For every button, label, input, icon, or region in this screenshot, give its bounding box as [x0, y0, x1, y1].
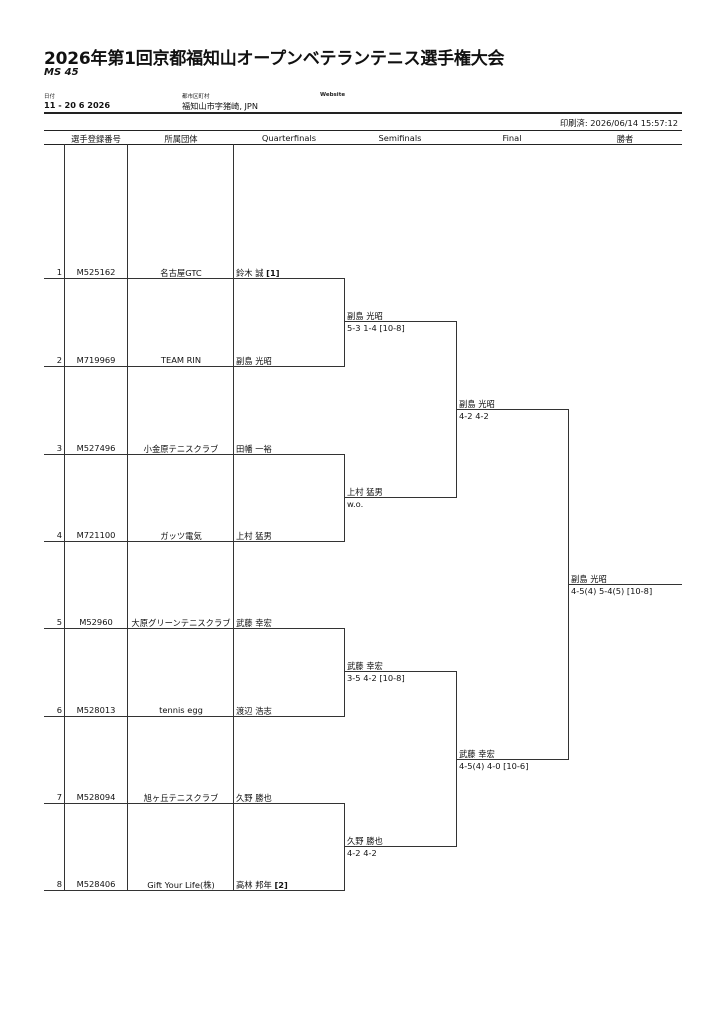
col-reg-no: 選手登録番号 [71, 134, 121, 144]
entry-player[interactable]: 上村 猛男 [236, 530, 272, 542]
semifinal-line [344, 671, 456, 672]
entry-reg-id: M528013 [76, 705, 116, 715]
entry-line [44, 454, 344, 455]
entry-line [44, 366, 344, 367]
separator-id [64, 144, 65, 890]
winner-player[interactable]: 副島 光昭 [571, 574, 607, 584]
city-label: 都市区町村 [182, 94, 210, 100]
semifinal-score: 5-3 1-4 [10-8] [347, 323, 405, 333]
player-name: 渡辺 浩志 [236, 706, 272, 716]
entry-club: tennis egg [159, 705, 203, 715]
entry-reg-id: M525162 [76, 267, 116, 277]
bracket-connector [344, 803, 345, 891]
entry-player[interactable]: 久野 勝也 [236, 792, 272, 804]
semifinal-player[interactable]: 久野 勝也 [347, 836, 383, 846]
date-value: 11 - 20 6 2026 [44, 100, 111, 110]
entry-club: 大原グリーンテニスクラブ [131, 618, 231, 628]
semifinal-score: 4-2 4-2 [347, 848, 377, 858]
entry-player[interactable]: 渡辺 浩志 [236, 705, 272, 717]
entry-club: TEAM RIN [160, 355, 202, 365]
bracket-connector [344, 454, 345, 542]
table-top-rule [44, 130, 682, 131]
website-label: Website [320, 92, 346, 98]
semifinal-line [344, 846, 456, 847]
entry-club: 小金原テニスクラブ [143, 444, 219, 454]
col-winner: 勝者 [616, 134, 634, 144]
entry-number: 4 [56, 530, 62, 540]
entry-player[interactable]: 高林 邦年 [2] [236, 879, 288, 891]
entry-player[interactable]: 田幡 一裕 [236, 443, 272, 455]
seed-badge: [1] [266, 268, 280, 278]
header-divider [44, 112, 682, 114]
entry-reg-id: M52960 [79, 617, 113, 627]
player-name: 田幡 一裕 [236, 444, 272, 454]
col-club: 所属団体 [164, 134, 198, 144]
semifinal-line [344, 321, 456, 322]
entry-line [44, 278, 344, 279]
semifinal-player[interactable]: 副島 光昭 [347, 311, 383, 321]
entry-player[interactable]: 鈴木 誠 [1] [236, 267, 280, 279]
separator-club [127, 144, 128, 890]
entry-number: 2 [56, 355, 62, 365]
bracket-connector [344, 278, 345, 367]
entry-line [44, 803, 344, 804]
entry-club: 旭ヶ丘テニスクラブ [143, 793, 219, 803]
entry-line [44, 716, 344, 717]
col-final: Final [502, 133, 522, 143]
finalist-player[interactable]: 副島 光昭 [459, 399, 495, 409]
col-semifinals: Semifinals [378, 133, 422, 143]
semifinal-score: 3-5 4-2 [10-8] [347, 673, 405, 683]
entry-number: 7 [56, 792, 62, 802]
bracket-connector [344, 628, 345, 717]
semifinal-line [344, 497, 456, 498]
final-line [456, 409, 568, 410]
date-label: 日付 [44, 94, 56, 100]
finalist-player[interactable]: 武藤 幸宏 [459, 749, 495, 759]
entry-line [44, 541, 344, 542]
entry-number: 1 [56, 267, 62, 277]
entry-reg-id: M527496 [76, 443, 116, 453]
entry-reg-id: M528094 [76, 792, 116, 802]
entry-club: 名古屋GTC [160, 268, 202, 278]
entry-line [44, 890, 344, 891]
player-name: 久野 勝也 [236, 793, 272, 803]
separator-name [233, 144, 234, 890]
entry-number: 5 [56, 617, 62, 627]
entry-club: Gift Your Life(株) [147, 880, 215, 890]
event-subtitle: MS 45 [44, 67, 79, 78]
entry-number: 3 [56, 443, 62, 453]
entry-player[interactable]: 武藤 幸宏 [236, 617, 272, 629]
semifinal-player[interactable]: 武藤 幸宏 [347, 661, 383, 671]
final-score: 4-2 4-2 [459, 411, 489, 421]
player-name: 上村 猛男 [236, 531, 272, 541]
entry-player[interactable]: 副島 光昭 [236, 355, 272, 367]
semifinal-player[interactable]: 上村 猛男 [347, 487, 383, 497]
table-header-rule [44, 144, 682, 145]
seed-badge: [2] [274, 880, 288, 890]
entry-number: 6 [56, 705, 62, 715]
final-score: 4-5(4) 4-0 [10-6] [459, 761, 529, 771]
entry-reg-id: M528406 [76, 879, 116, 889]
entry-reg-id: M721100 [76, 530, 116, 540]
final-line [456, 759, 568, 760]
winner-line [568, 584, 682, 585]
entry-reg-id: M719969 [76, 355, 116, 365]
page-title: 2026年第1回京都福知山オープンベテランテニス選手権大会 [44, 49, 505, 69]
printed-timestamp: 印刷済: 2026/06/14 15:57:12 [559, 118, 678, 128]
entry-club: ガッツ電気 [160, 531, 202, 541]
player-name: 鈴木 誠 [236, 268, 264, 278]
entry-line [44, 628, 344, 629]
player-name: 武藤 幸宏 [236, 618, 272, 628]
city-value: 福知山市字猪崎, JPN [182, 101, 258, 111]
winner-score: 4-5(4) 5-4(5) [10-8] [571, 586, 653, 596]
player-name: 高林 邦年 [236, 880, 272, 890]
col-quarterfinals: Quarterfinals [261, 133, 317, 143]
semifinal-score: w.o. [347, 499, 364, 509]
player-name: 副島 光昭 [236, 356, 272, 366]
entry-number: 8 [56, 879, 62, 889]
